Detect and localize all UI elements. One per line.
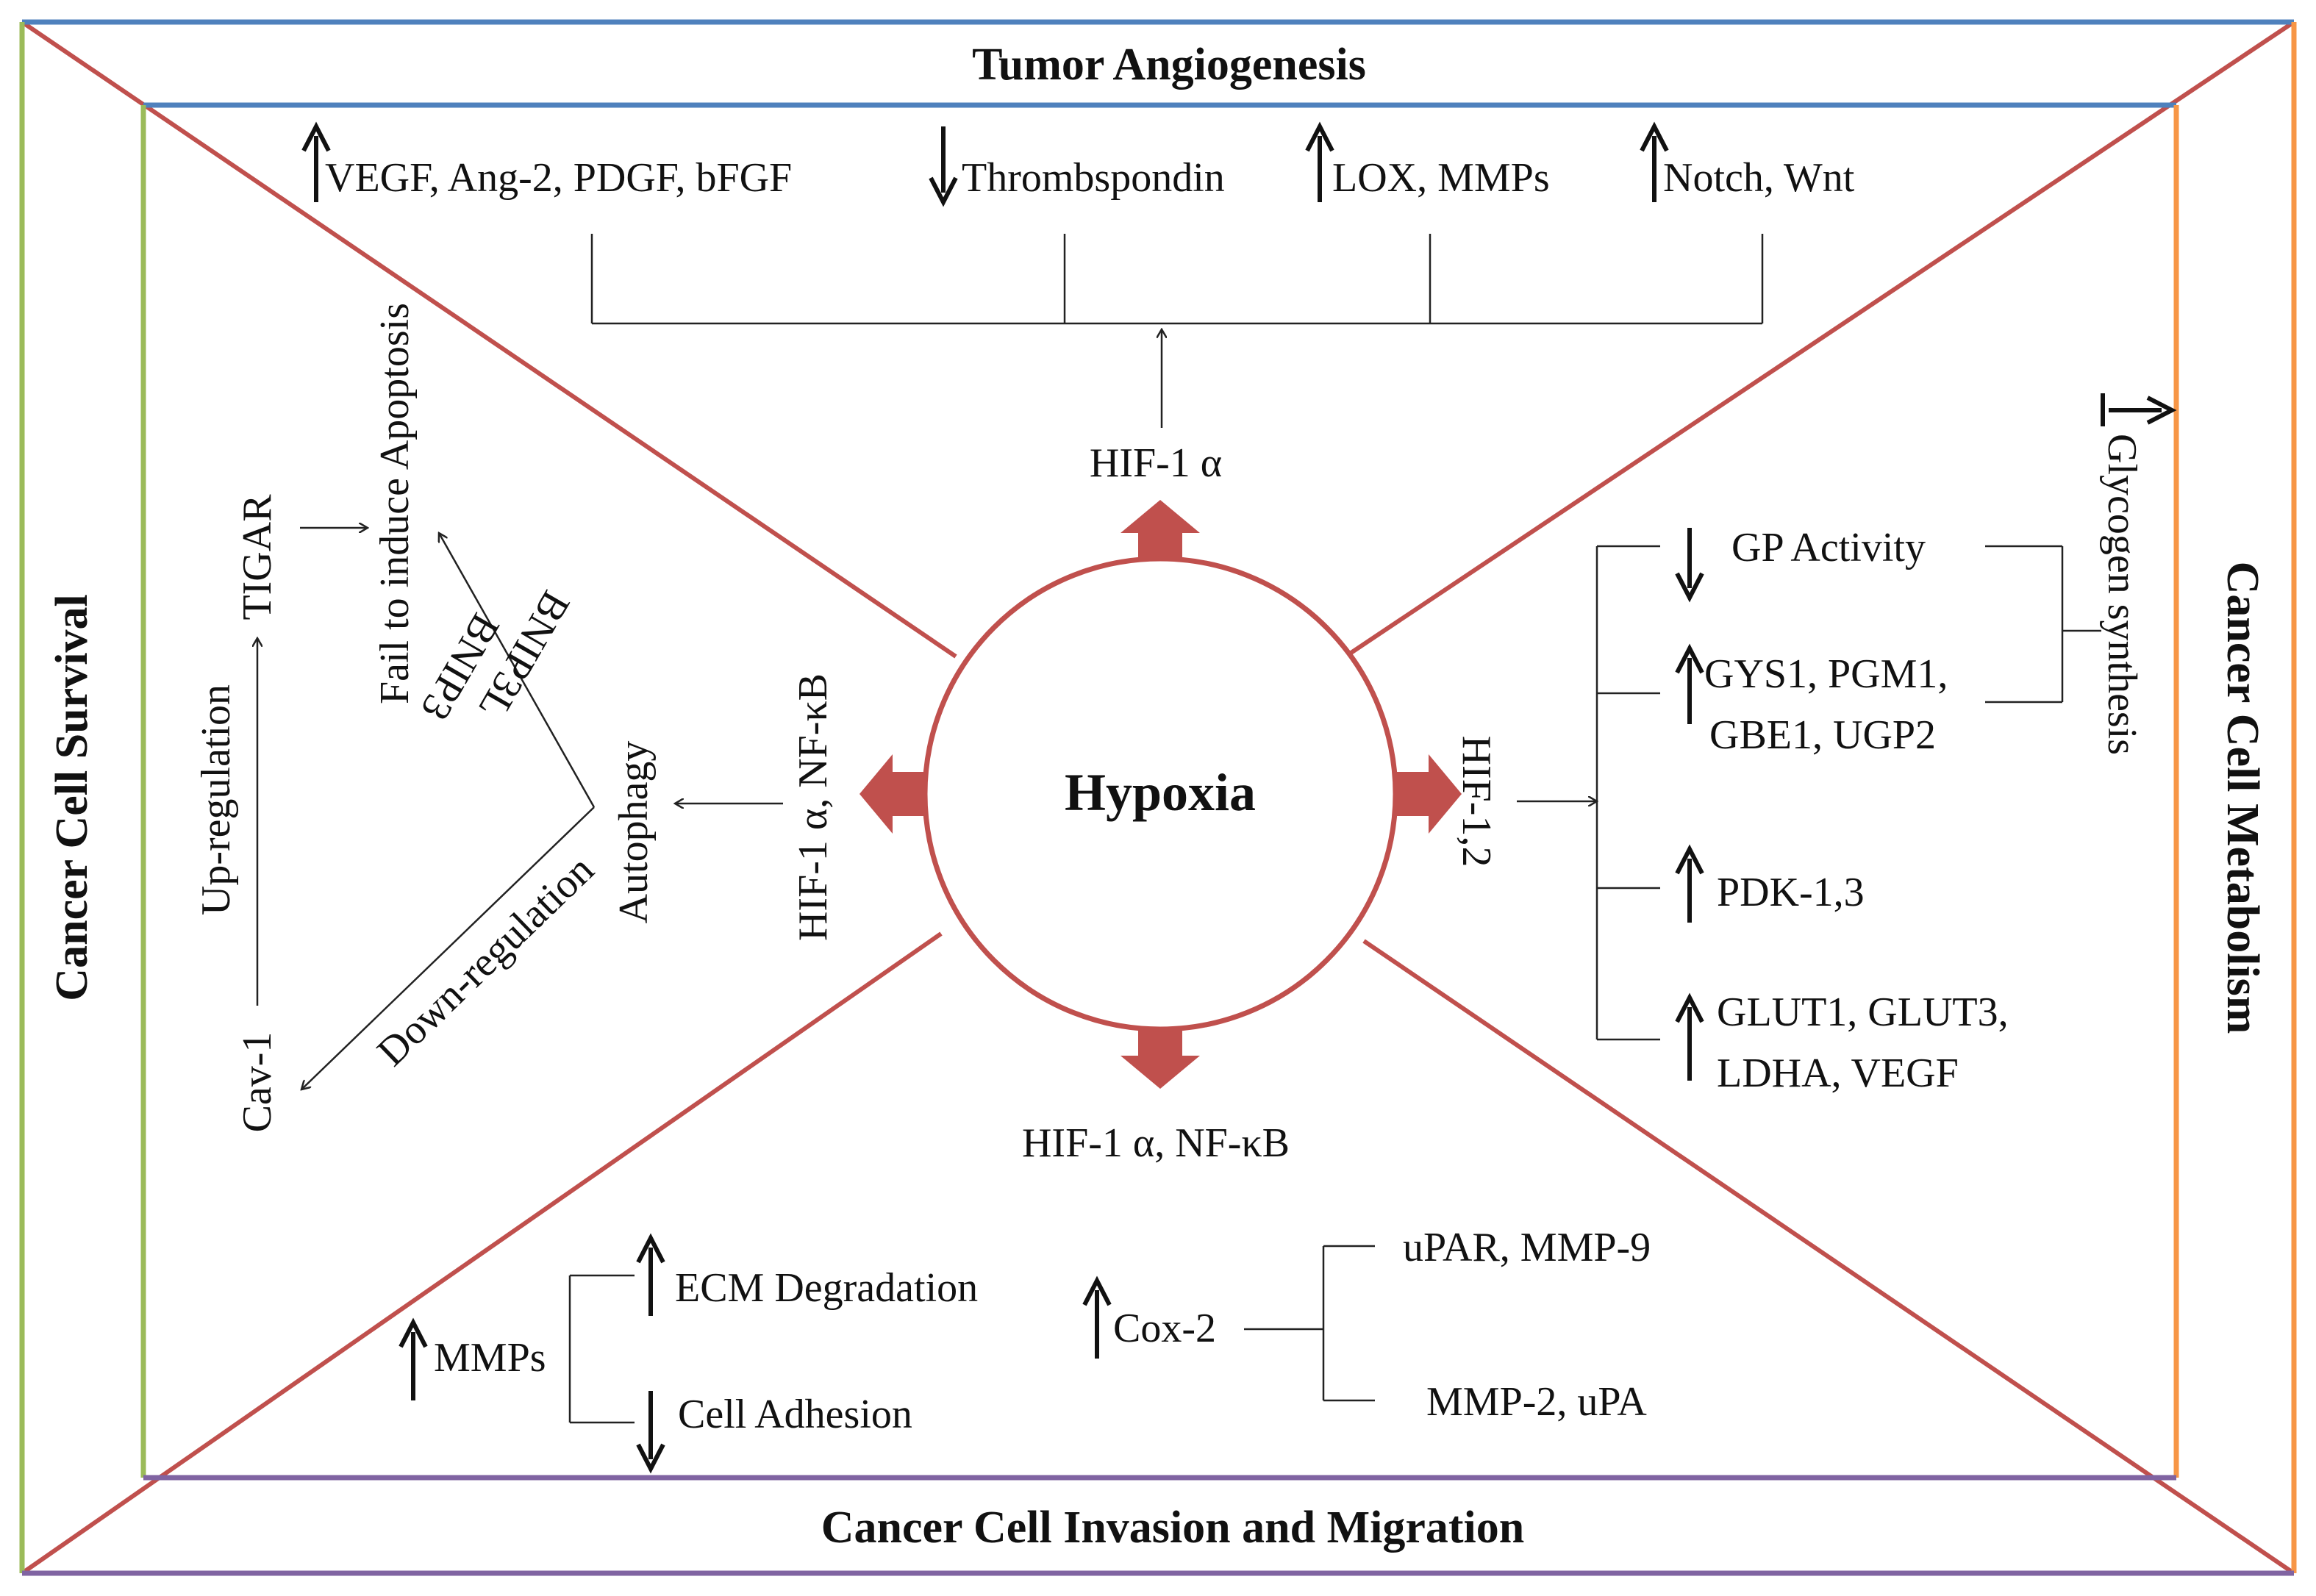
angio-item-2-up-arrow-icon — [1305, 121, 1334, 202]
autophagy-label: Autophagy — [611, 741, 657, 924]
glycogen-synthesis-label: Glycogen synthesis — [2099, 434, 2145, 755]
adhesion-down-arrow-icon — [636, 1391, 665, 1474]
invasion-signal-label: HIF-1 α, NF-κB — [1022, 1120, 1290, 1166]
angiogenesis-panel: HIF-1 α VEGF, Ang-2, PDGF, bFGF Thrombsp… — [301, 121, 1855, 486]
big-arrow-down — [1121, 1020, 1200, 1089]
angio-item-3-text: Notch, Wnt — [1663, 155, 1855, 201]
cox2-label: Cox-2 — [1113, 1306, 1216, 1351]
angio-item-1-text: Thrombspondin — [962, 155, 1225, 201]
angio-item-2-text: LOX, MMPs — [1332, 155, 1550, 201]
mmps-up-arrow-icon — [398, 1317, 428, 1400]
diag-top-right — [1344, 20, 2295, 659]
diag-bottom-right — [1362, 939, 2295, 1575]
angio-item-0-up-arrow-icon — [301, 121, 331, 202]
meta-item-1-line1: GYS1, PGM1, — [1704, 651, 1948, 697]
meta-item-2-up-arrow-icon — [1675, 844, 1704, 923]
frame — [19, 19, 2297, 1576]
title-cancer-cell-metabolism: Cancer Cell Metabolism — [2217, 562, 2267, 1034]
meta-item-2-line1: PDK-1,3 — [1717, 870, 1865, 915]
hypoxia-hub: Hypoxia — [859, 500, 1462, 1089]
cox2-up-arrow-icon — [1082, 1275, 1112, 1359]
upar-mmp9-label: uPAR, MMP-9 — [1403, 1225, 1651, 1270]
mmp2-upa-label: MMP-2, uPA — [1426, 1379, 1647, 1425]
meta-item-3-line1: GLUT1, GLUT3, — [1717, 990, 2009, 1035]
big-arrow-up — [1121, 500, 1200, 568]
big-arrow-right — [1393, 754, 1462, 834]
hypoxia-label: Hypoxia — [1065, 763, 1256, 822]
title-cancer-cell-survival: Cancer Cell Survival — [47, 594, 97, 1001]
apoptosis-label: Fail to induce Apoptosis — [372, 303, 418, 704]
metabolism-panel: HIF-1,2 Glycogen synthesis GP Activity G… — [1454, 393, 2177, 1096]
meta-item-1-up-arrow-icon — [1675, 643, 1704, 724]
angio-item-1-down-arrow-icon — [929, 126, 958, 207]
ecm-up-arrow-icon — [636, 1233, 665, 1316]
diag-bottom-left — [21, 931, 943, 1575]
ecm-degradation-label: ECM Degradation — [675, 1265, 978, 1311]
cav1-label: Cav-1 — [235, 1032, 280, 1133]
meta-item-0-line1: GP Activity — [1731, 525, 1926, 570]
tigar-label: TIGAR — [235, 494, 280, 620]
survival-signal-label: HIF-1 α, NF-κB — [790, 673, 836, 941]
upregulation-label: Up-regulation — [193, 684, 239, 915]
survival-panel: HIF-1 α, NF-κB Autophagy BNIP3 BNIP3L Do… — [193, 303, 836, 1132]
big-arrow-left — [859, 754, 928, 834]
hypoxia-circle — [922, 556, 1398, 1032]
angio-signal-label: HIF-1 α — [1090, 440, 1222, 486]
cell-adhesion-label: Cell Adhesion — [678, 1392, 912, 1437]
title-cancer-cell-invasion: Cancer Cell Invasion and Migration — [821, 1503, 1524, 1553]
metabolism-signal-label: HIF-1,2 — [1454, 736, 1499, 867]
meta-item-0-down-arrow-icon — [1675, 528, 1704, 603]
invasion-panel: HIF-1 α, NF-κB MMPs ECM Degradation Cell… — [398, 1120, 1651, 1474]
mmps-label: MMPs — [434, 1335, 546, 1381]
meta-item-1-line2: GBE1, UGP2 — [1709, 712, 1936, 758]
angio-item-3-up-arrow-icon — [1640, 121, 1669, 202]
angio-item-0-text: VEGF, Ang-2, PDGF, bFGF — [325, 155, 792, 201]
diag-top-left — [21, 20, 957, 659]
glycogen-up-arrow-icon — [2101, 393, 2177, 426]
meta-item-3-line2: LDHA, VEGF — [1717, 1051, 1959, 1096]
meta-item-3-up-arrow-icon — [1675, 992, 1704, 1081]
title-tumor-angiogenesis: Tumor Angiogenesis — [972, 40, 1366, 90]
downregulation-label: Down-regulation — [368, 847, 602, 1075]
